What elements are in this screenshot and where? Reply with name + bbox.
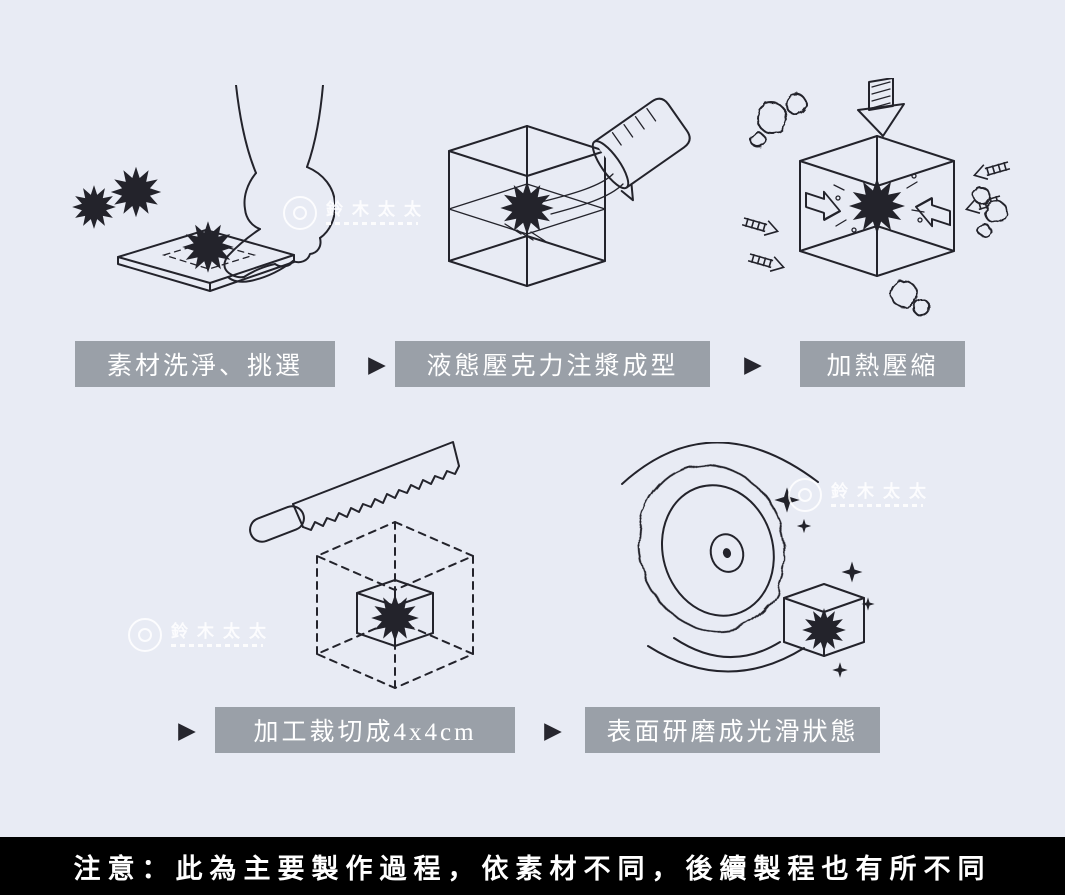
saw-cutting-icon xyxy=(249,441,474,689)
watermark-brand: 鈴木太太 xyxy=(128,618,275,652)
step-label-heat: 加熱壓縮 xyxy=(800,341,965,387)
striped-arrow xyxy=(746,249,787,276)
dashed-cube xyxy=(316,521,474,689)
spiky-ball-icon xyxy=(849,178,905,234)
step-label-text: 表面研磨成光滑狀態 xyxy=(606,719,859,746)
press-down-arrow xyxy=(857,77,905,137)
pouring-mold-icon xyxy=(448,97,691,287)
step-label-cut: 加工裁切成4x4cm xyxy=(215,707,515,753)
step-label-text: 加熱壓縮 xyxy=(826,353,939,380)
striped-arrow xyxy=(971,157,1012,184)
brand-logo-icon xyxy=(788,478,822,512)
notice-text: 注意：此為主要製作過程，依素材不同，後續製程也有所不同 xyxy=(73,853,992,884)
next-step-arrow-icon: ▶ xyxy=(544,718,562,744)
step-label-cast: 液態壓克力注漿成型 xyxy=(395,341,710,387)
motion-arcs xyxy=(621,441,819,673)
steam-puffs xyxy=(750,93,1008,317)
illustration-polishing xyxy=(612,441,894,709)
step-label-text: 液態壓克力注漿成型 xyxy=(426,353,679,380)
watermark-subtext-line xyxy=(171,644,263,647)
watermark-subtext-line xyxy=(831,504,923,507)
hand-picking-icon xyxy=(72,84,337,292)
watermark-subtext-line xyxy=(326,222,418,225)
step-label-polish: 表面研磨成光滑狀態 xyxy=(585,707,880,753)
spiky-ball-icon xyxy=(182,221,234,273)
buffing-wheel xyxy=(638,463,786,633)
spiky-ball-icon xyxy=(110,166,162,218)
polishing-icon xyxy=(621,441,875,678)
watermark-text: 鈴木太太 xyxy=(831,482,935,501)
spiky-ball-icon xyxy=(72,185,116,229)
hand xyxy=(223,84,337,283)
inward-arrow-left xyxy=(804,184,842,227)
next-step-arrow-icon: ▶ xyxy=(178,718,196,744)
illustration-pouring-acrylic xyxy=(435,82,705,329)
pour-stream xyxy=(540,173,624,215)
notice-bar: 注意：此為主要製作過程，依素材不同，後續製程也有所不同 xyxy=(0,837,1065,895)
illustration-saw-cutting xyxy=(243,432,525,709)
impact-marks xyxy=(833,173,925,233)
illustration-heat-compression xyxy=(740,77,1014,335)
next-step-arrow-icon: ▶ xyxy=(744,352,762,378)
watermark-text: 鈴木太太 xyxy=(326,200,430,219)
inward-arrow-right xyxy=(914,191,952,234)
step-label-text: 加工裁切成4x4cm xyxy=(253,719,477,746)
watermark-text: 鈴木太太 xyxy=(171,622,275,641)
compression-icon xyxy=(740,77,1012,317)
measuring-cup xyxy=(591,97,691,202)
hand-saw xyxy=(249,441,460,543)
brand-logo-icon xyxy=(128,618,162,652)
brand-logo-icon xyxy=(283,196,317,230)
next-step-arrow-icon: ▶ xyxy=(368,352,386,378)
watermark-brand: 鈴木太太 xyxy=(788,478,935,512)
watermark-brand: 鈴木太太 xyxy=(283,196,430,230)
step-label-wash: 素材洗淨、挑選 xyxy=(75,341,335,387)
spiky-ball-icon xyxy=(802,608,846,652)
striped-arrow xyxy=(740,213,781,240)
illustration-hand-picking-material xyxy=(60,84,337,320)
step-label-text: 素材洗淨、挑選 xyxy=(106,353,303,380)
